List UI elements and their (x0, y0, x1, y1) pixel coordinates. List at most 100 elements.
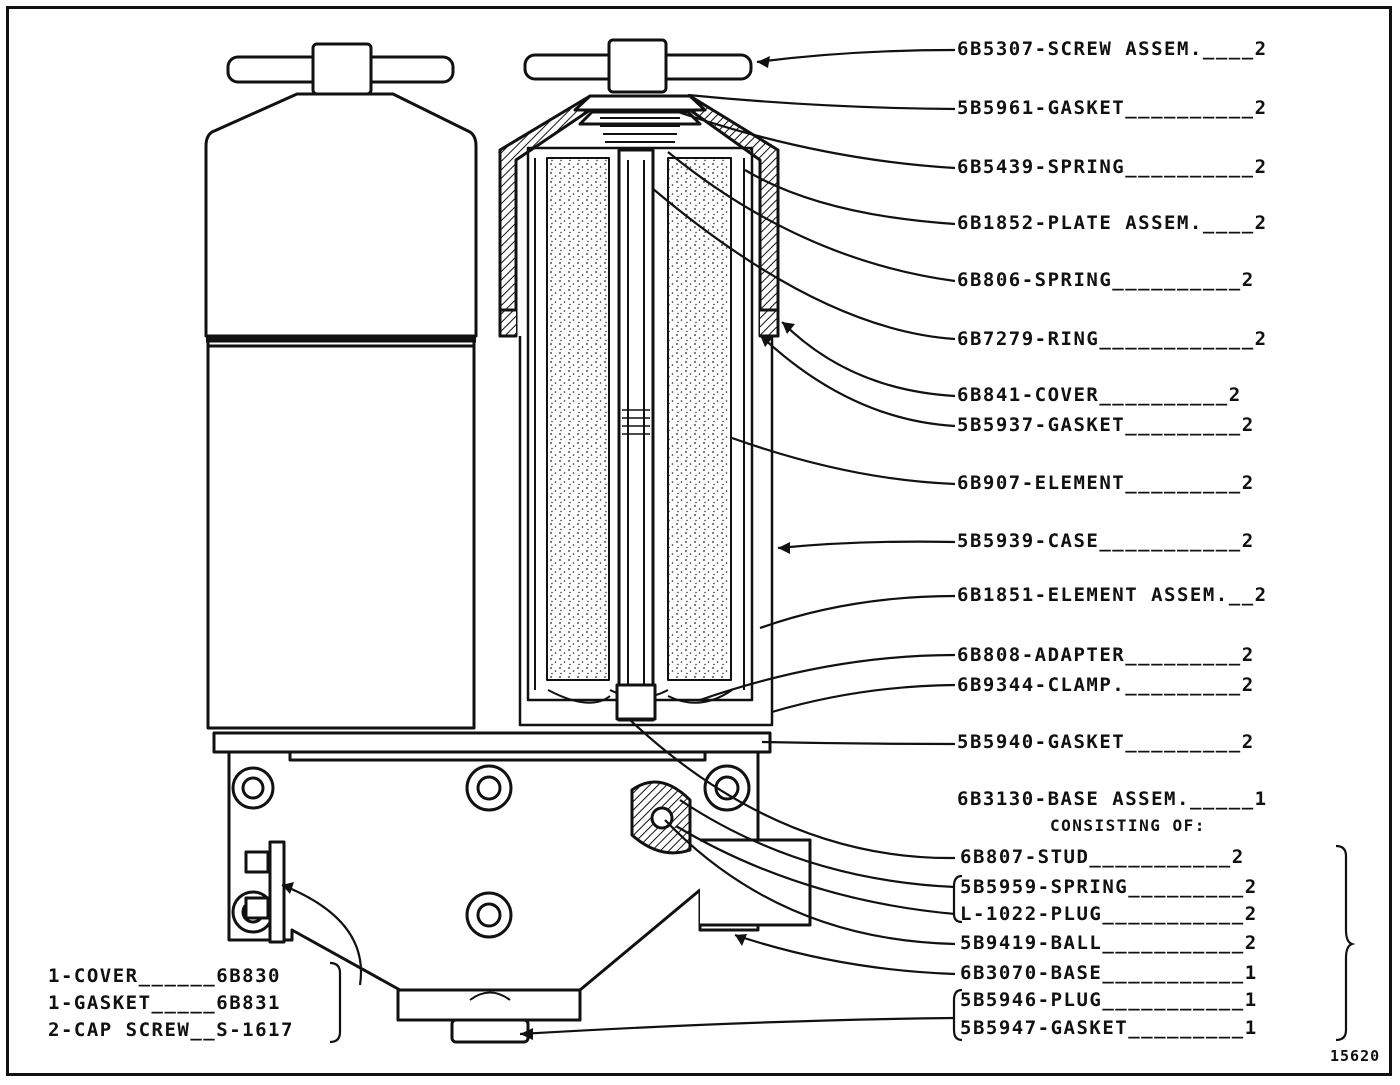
part-qty: 1 (1244, 1017, 1258, 1039)
part-number: 5B5939 (957, 530, 1035, 552)
part-number: 6B808 (957, 644, 1022, 666)
part-number: 6B806 (957, 269, 1022, 291)
part-qty: 2 (1241, 674, 1255, 696)
part-qty: 2 (1241, 644, 1255, 666)
part-leader: ___________ (1102, 932, 1245, 954)
part-name: PLATE ASSEM. (1047, 212, 1203, 234)
part-sep: - (1034, 788, 1048, 810)
part-label-6b9344: 6B9344-CLAMP._________2 (957, 676, 1255, 695)
part-sep: - (60, 992, 74, 1014)
part-sep: - (1021, 384, 1035, 406)
part-label-5b5939: 5B5939-CASE___________2 (957, 532, 1255, 551)
part-label-6b806: 6B806-SPRING__________2 (957, 271, 1255, 290)
part-number: 5B5946 (960, 989, 1038, 1011)
part-number: 6B807 (960, 846, 1025, 868)
part-leader: _________ (1125, 472, 1242, 494)
part-sep: - (60, 965, 74, 987)
part-number: 5B5940 (957, 731, 1035, 753)
part-label-6b841: 6B841-COVER__________2 (957, 386, 1242, 405)
part-sep: - (1021, 644, 1035, 666)
part-qty: 2 (1254, 328, 1268, 350)
part-label-5b5959: 5B5959-SPRING_________2 (960, 878, 1258, 897)
part-qty: 2 (48, 1019, 61, 1041)
part-label-6b830: 1-COVER______6B830 (48, 967, 281, 986)
part-number: 5B5937 (957, 414, 1035, 436)
part-name: SCREW ASSEM. (1047, 38, 1203, 60)
part-leader: ____ (1202, 212, 1255, 234)
part-leader: _____ (151, 992, 217, 1014)
arrow-heads (282, 56, 795, 1040)
part-number: 6B1851 (957, 584, 1035, 606)
part-qty: 2 (1244, 903, 1258, 925)
part-leader: ___________ (1089, 846, 1232, 868)
part-sep: - (1021, 269, 1035, 291)
part-name: GASKET (1047, 97, 1126, 119)
part-label-5b5946: 5B5946-PLUG___________1 (960, 991, 1258, 1010)
part-leader: _________ (1125, 644, 1242, 666)
part-number: 6B5307 (957, 38, 1035, 60)
part-qty: 1 (1244, 962, 1258, 984)
part-label-5b5940: 5B5940-GASKET_________2 (957, 733, 1255, 752)
part-name: GASKET (1047, 414, 1126, 436)
part-qty: 1 (1254, 788, 1268, 810)
part-name: CLAMP. (1047, 674, 1126, 696)
part-qty: 2 (1241, 731, 1255, 753)
part-sep: - (1037, 1017, 1051, 1039)
part-number: 5B9419 (960, 932, 1038, 954)
part-leader: _________ (1125, 414, 1242, 436)
part-leader: _________ (1125, 731, 1242, 753)
part-leader: ___________ (1102, 989, 1245, 1011)
part-qty: 2 (1241, 269, 1255, 291)
part-qty: 2 (1254, 212, 1268, 234)
part-name: PLUG (1050, 989, 1103, 1011)
figure-number: 15620 (1330, 1047, 1381, 1065)
part-name: SPRING (1050, 876, 1129, 898)
part-number: 6B1852 (957, 212, 1035, 234)
leader-lines (281, 48, 1356, 1044)
part-name: PLUG (1050, 903, 1103, 925)
part-leader: __________ (1125, 97, 1255, 119)
part-leader: __________ (1099, 384, 1229, 406)
part-sep: - (1034, 584, 1048, 606)
part-name: ELEMENT (1034, 472, 1126, 494)
part-name: BALL (1050, 932, 1103, 954)
part-qty: 2 (1241, 530, 1255, 552)
part-qty: 2 (1244, 876, 1258, 898)
part-name: COVER (73, 965, 139, 987)
part-qty: 1 (1244, 989, 1258, 1011)
figure-border (6, 6, 1392, 1076)
part-leader: ___________ (1099, 530, 1242, 552)
part-number: 6B841 (957, 384, 1022, 406)
part-number: 6B831 (216, 992, 281, 1014)
part-leader: _____ (1189, 788, 1255, 810)
part-label-6b3130: 6B3130-BASE ASSEM._____1 (957, 790, 1268, 809)
part-number: S-1617 (216, 1019, 294, 1041)
filter-base (212, 731, 812, 1044)
part-qty: 2 (1241, 414, 1255, 436)
part-sep: - (1037, 932, 1051, 954)
part-leader: __________ (1125, 156, 1255, 178)
part-qty: 2 (1254, 156, 1268, 178)
part-qty: 1 (48, 965, 61, 987)
right-filter-section (498, 38, 780, 727)
part-name: COVER (1034, 384, 1100, 406)
part-label-6b831: 1-GASKET_____6B831 (48, 994, 281, 1013)
part-leader: __ (190, 1019, 217, 1041)
part-leader: ______ (138, 965, 217, 987)
part-label-6b907: 6B907-ELEMENT_________2 (957, 474, 1255, 493)
part-number: 6B830 (216, 965, 281, 987)
part-name: CASE (1047, 530, 1100, 552)
part-name: SPRING (1047, 156, 1126, 178)
part-sep: - (1037, 876, 1051, 898)
part-name: RING (1047, 328, 1100, 350)
part-number: 5B5959 (960, 876, 1038, 898)
part-sep: - (1034, 731, 1048, 753)
part-label-6b1851: 6B1851-ELEMENT ASSEM.__2 (957, 586, 1268, 605)
part-number: 6B9344 (957, 674, 1035, 696)
part-label-5b9419: 5B9419-BALL___________2 (960, 934, 1258, 953)
part-sep: - (1021, 472, 1035, 494)
part-label-6b1852: 6B1852-PLATE ASSEM.____2 (957, 214, 1268, 233)
part-sep: - (1034, 212, 1048, 234)
part-leader: _________ (1128, 1017, 1245, 1039)
part-sep: - (1034, 97, 1048, 119)
